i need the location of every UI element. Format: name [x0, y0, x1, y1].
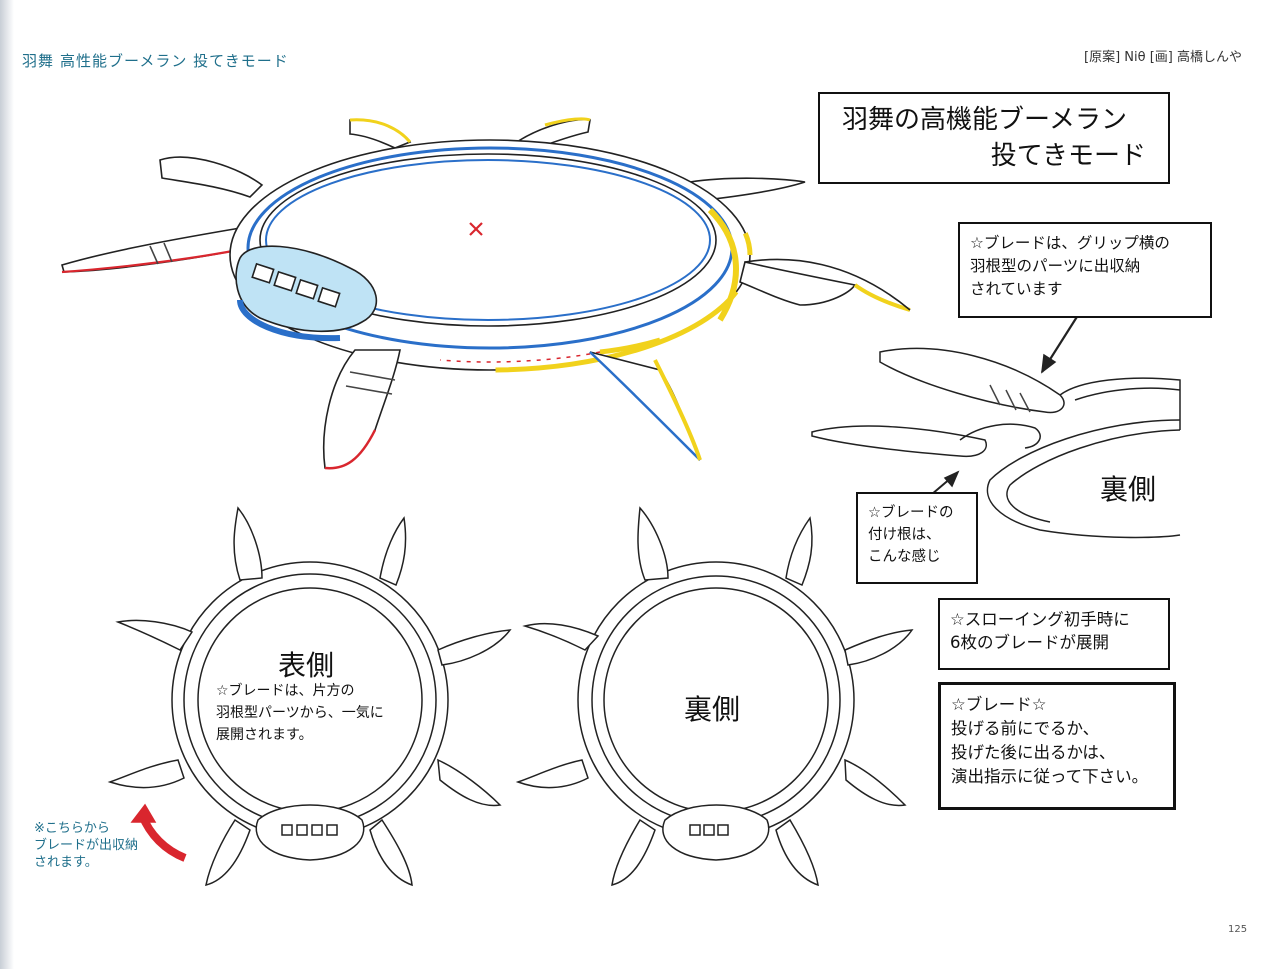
blade-back-1 [159, 156, 264, 198]
note-line: ☆ブレードは、グリップ横の [970, 234, 1170, 252]
note-line: ☆ブレードの [868, 505, 954, 521]
center-mark-icon [469, 222, 483, 236]
front-blade-2 [379, 516, 407, 586]
label-back-side-detail: 裏側 [1100, 473, 1157, 506]
note-line: 羽根型のパーツに出収納 [970, 257, 1141, 275]
note-line: ☆ブレードは、片方の [216, 683, 355, 699]
note-line: 羽根型パーツから、一気に [216, 705, 384, 721]
note-throwing: ☆スローイング初手時に 6枚のブレードが展開 [938, 598, 1170, 670]
front-blade-4 [437, 629, 512, 666]
front-blade-6 [437, 758, 502, 807]
back-grip [662, 804, 770, 861]
note-line: 投げる前にでるか、 [951, 719, 1100, 738]
back-blade-8 [775, 818, 819, 887]
note-line: ☆スローイング初手時に [950, 610, 1130, 629]
front-blade-3 [115, 619, 194, 651]
note-line: ブレードが出収納 [34, 838, 139, 853]
blade-right-2 [739, 261, 857, 306]
front-blade-8 [369, 818, 413, 887]
header-character-name: 羽舞 [22, 52, 55, 70]
front-view-drawing [107, 506, 512, 887]
blade-left-long [61, 227, 250, 273]
title-line-1: 羽舞の高機能ブーメラン [842, 105, 1127, 135]
back-blade-7 [611, 818, 656, 887]
book-spine-shadow [0, 0, 14, 969]
label-front-side: 表側 [278, 649, 335, 682]
back-blade-3 [522, 622, 600, 651]
label-back-side: 裏側 [684, 693, 741, 726]
boomerang-perspective-drawing [61, 117, 911, 470]
back-blade-2 [785, 516, 813, 586]
note-line: 演出指示に従って下さい。 [951, 767, 1149, 786]
front-blade-5 [107, 759, 185, 789]
title-box: 羽舞の高機能ブーメラン 投てきモード [818, 92, 1170, 184]
note-blade-storage: ☆ブレードは、グリップ横の 羽根型のパーツに出収納 されています [958, 222, 1212, 318]
note-line: 投げた後に出るかは、 [951, 743, 1116, 762]
page-header-title: 羽舞高性能ブーメラン 投てきモード [22, 50, 289, 71]
page-number: 125 [1228, 924, 1248, 935]
side-note-storage: ※こちらから ブレードが出収納 されます。 [34, 820, 138, 871]
title-line-2: 投てきモード [990, 141, 1146, 171]
back-blade-1 [637, 506, 669, 581]
back-blade-5 [515, 759, 589, 789]
front-blade-1 [233, 506, 263, 581]
blade-root-detail-drawing [811, 311, 1181, 539]
note-line: ☆ブレード☆ [951, 695, 1047, 714]
note-line: されています [970, 280, 1063, 298]
note-line: 付け根は、 [868, 527, 941, 543]
blade-right-1 [688, 177, 806, 201]
page-header-credit: [原案] Niθ [画] 高橋しんや [1084, 50, 1242, 65]
note-line: 展開されます。 [216, 727, 313, 743]
note-blade-timing: ☆ブレード☆ 投げる前にでるか、 投げた後に出るかは、 演出指示に従って下さい。 [938, 682, 1176, 810]
note-line: こんな感じ [868, 549, 941, 565]
front-blade-7 [205, 818, 251, 887]
front-side-note: ☆ブレードは、片方の 羽根型パーツから、一気に 展開されます。 [216, 680, 384, 746]
note-line: 6枚のブレードが展開 [950, 633, 1109, 652]
back-blade-4 [844, 629, 914, 666]
ring-inner [259, 153, 717, 327]
note-line: ※こちらから [34, 821, 110, 836]
header-item-name: 高性能ブーメラン 投てきモード [60, 52, 289, 70]
note-blade-root: ☆ブレードの 付け根は、 こんな感じ [856, 492, 978, 584]
note-line: されます。 [34, 855, 98, 870]
front-grip [255, 804, 365, 861]
back-blade-6 [844, 758, 907, 807]
back-view-drawing [515, 506, 914, 887]
